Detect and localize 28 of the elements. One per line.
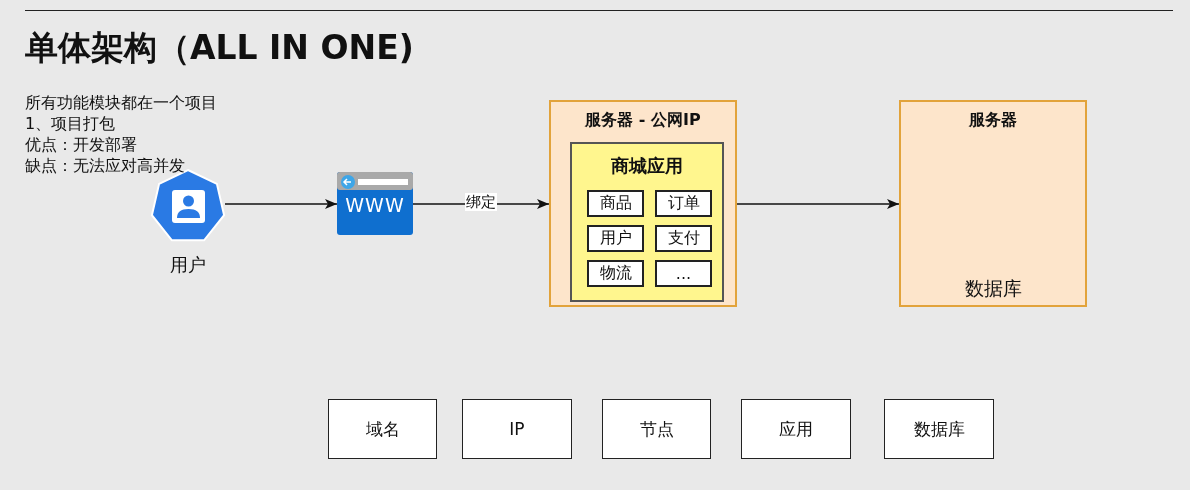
box-heading: 商城应用 (610, 154, 684, 178)
note-line: 缺点：无法应对高并发 (25, 156, 185, 177)
note-line: 优点：开发部署 (25, 135, 137, 156)
box-heading: 服务器 - 公网IP (584, 110, 702, 131)
term-box: 应用 (741, 399, 851, 459)
module-box: 物流 (587, 260, 644, 287)
term-box: 域名 (328, 399, 437, 459)
module-box: 商品 (587, 190, 644, 217)
module-box: ... (655, 260, 712, 287)
edge-label: 绑定 (465, 193, 497, 211)
module-box: 用户 (587, 225, 644, 252)
term-box: 数据库 (884, 399, 994, 459)
module-box: 订单 (655, 190, 712, 217)
module-box: 支付 (655, 225, 712, 252)
icon-caption: 用户 (169, 253, 207, 277)
term-box: 节点 (602, 399, 711, 459)
server-box (549, 100, 737, 307)
icon-text: WWW (344, 194, 406, 216)
box-heading: 服务器 (968, 110, 1018, 131)
arrow (224, 199, 338, 209)
app-box (570, 142, 724, 302)
database-label: 数据库 (963, 276, 1023, 301)
arrow (736, 199, 900, 209)
note-line: 所有功能模块都在一个项目 (25, 93, 217, 114)
term-box: IP (462, 399, 572, 459)
title: 单体架构（ALL IN ONE) (25, 27, 414, 69)
server-box (899, 100, 1087, 307)
note-line: 1、项目打包 (25, 114, 116, 135)
